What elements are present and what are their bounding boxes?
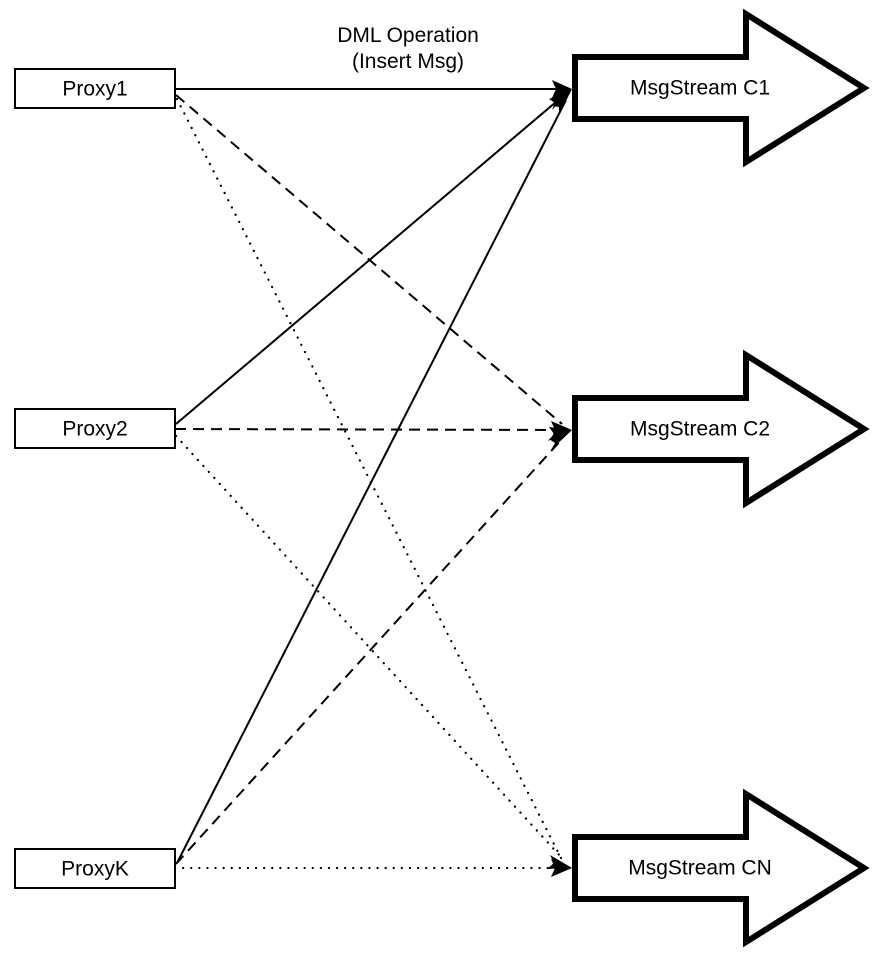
- arrowhead-icon: [549, 430, 572, 450]
- arrowhead-icon: [552, 80, 572, 98]
- node-proxy1[interactable]: Proxy1: [14, 68, 176, 109]
- link-proxy1-to-msgstream-c2[interactable]: [175, 94, 572, 441]
- node-msgstream-c1[interactable]: MsgStream C1: [572, 8, 870, 168]
- link-proxy1-to-msgstream-c1[interactable]: [175, 80, 572, 98]
- node-proxy2[interactable]: Proxy2: [14, 408, 176, 449]
- link-proxy2-to-msgstream-c2[interactable]: [174, 421, 572, 439]
- block-arrow-icon: [572, 8, 870, 168]
- node-box-outline: [14, 68, 176, 109]
- link-proxyk-to-msgstream-c1[interactable]: [176, 89, 572, 864]
- edge-caption-line-1: DML Operation: [337, 24, 479, 47]
- link-line: [176, 99, 567, 864]
- arrowhead-icon: [551, 421, 572, 439]
- node-msgstream-cn[interactable]: MsgStream CN: [572, 788, 870, 948]
- node-label: Proxy1: [62, 78, 127, 101]
- link-proxy2-to-msgstream-c1[interactable]: [175, 89, 572, 425]
- block-arrow-icon: [572, 349, 870, 509]
- msgstream-label: MsgStream C1: [630, 77, 770, 100]
- link-line: [175, 97, 563, 860]
- link-proxy1-to-msgstream-cn[interactable]: [175, 97, 572, 869]
- proxy-node-layer: Proxy1 Proxy2 ProxyK: [14, 68, 176, 889]
- block-arrow-icon: [572, 788, 870, 948]
- edge-caption-line-2: (Insert Msg): [352, 50, 464, 73]
- link-line: [175, 95, 564, 425]
- msgstream-label: MsgStream CN: [628, 857, 772, 880]
- edge-caption-dml-operation: DML Operation (Insert Msg): [337, 24, 479, 73]
- link-line: [174, 428, 567, 431]
- link-proxyk-to-msgstream-cn[interactable]: [173, 859, 572, 877]
- link-line: [174, 434, 564, 860]
- node-label: Proxy2: [62, 418, 127, 441]
- node-label: ProxyK: [61, 858, 129, 881]
- msgstream-label: MsgStream C2: [630, 418, 770, 441]
- msgstream-layer: MsgStream C1 MsgStream C2 MsgStream CN: [572, 8, 870, 948]
- link-proxyk-to-msgstream-c2[interactable]: [175, 430, 572, 865]
- link-proxy2-to-msgstream-cn[interactable]: [174, 434, 572, 868]
- node-proxyk[interactable]: ProxyK: [14, 848, 176, 889]
- node-box-outline: [14, 848, 176, 889]
- link-layer: [173, 80, 572, 877]
- link-line: [175, 437, 564, 865]
- arrowhead-icon: [551, 859, 572, 877]
- node-box-outline: [14, 408, 176, 449]
- node-msgstream-c2[interactable]: MsgStream C2: [572, 349, 870, 509]
- arrowhead-icon: [553, 89, 572, 115]
